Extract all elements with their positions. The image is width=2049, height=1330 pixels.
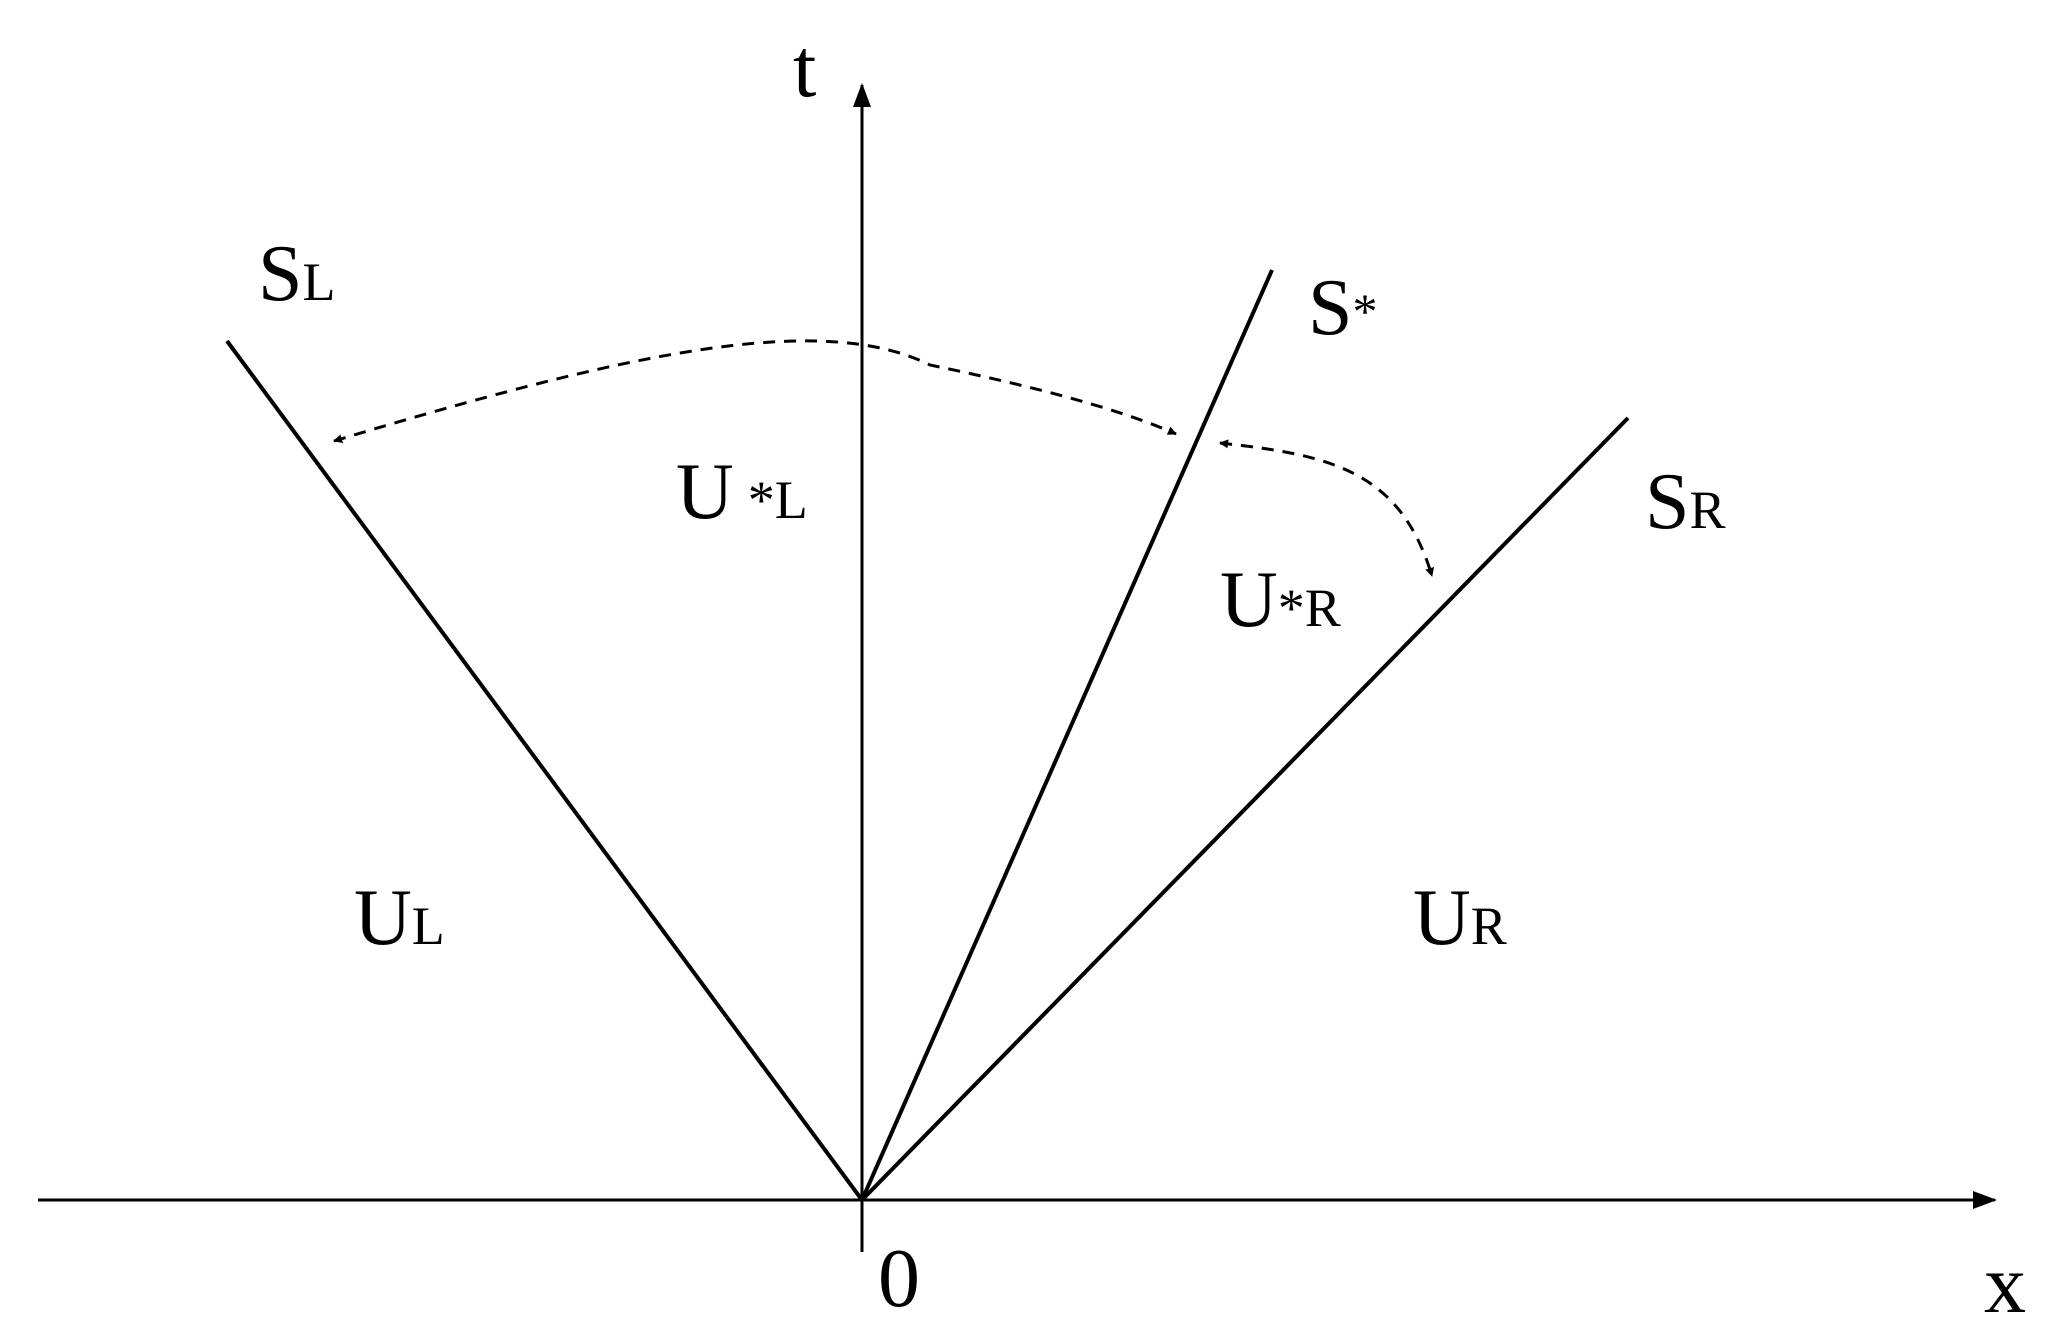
dashed-arrow-contact-to-right [1219,439,1434,577]
t-axis-label: t [793,22,816,115]
state-star-left-label: U*L [676,448,808,536]
state-right-label: UR [1413,874,1507,962]
dashed-arrow-left-to-contact [333,339,1177,443]
wave-contact-label: S* [1308,264,1378,352]
wave-right-label: SR [1645,458,1726,546]
wave-right-line [860,416,1630,1202]
wave-contact-line [860,269,1274,1201]
wave-left-line [225,339,864,1202]
state-left-label: UL [354,874,445,962]
origin-label: 0 [878,1232,920,1325]
x-axis-label: x [1984,1238,2026,1330]
wave-left-label: SL [258,230,336,318]
state-star-right-label: U*R [1220,556,1341,644]
